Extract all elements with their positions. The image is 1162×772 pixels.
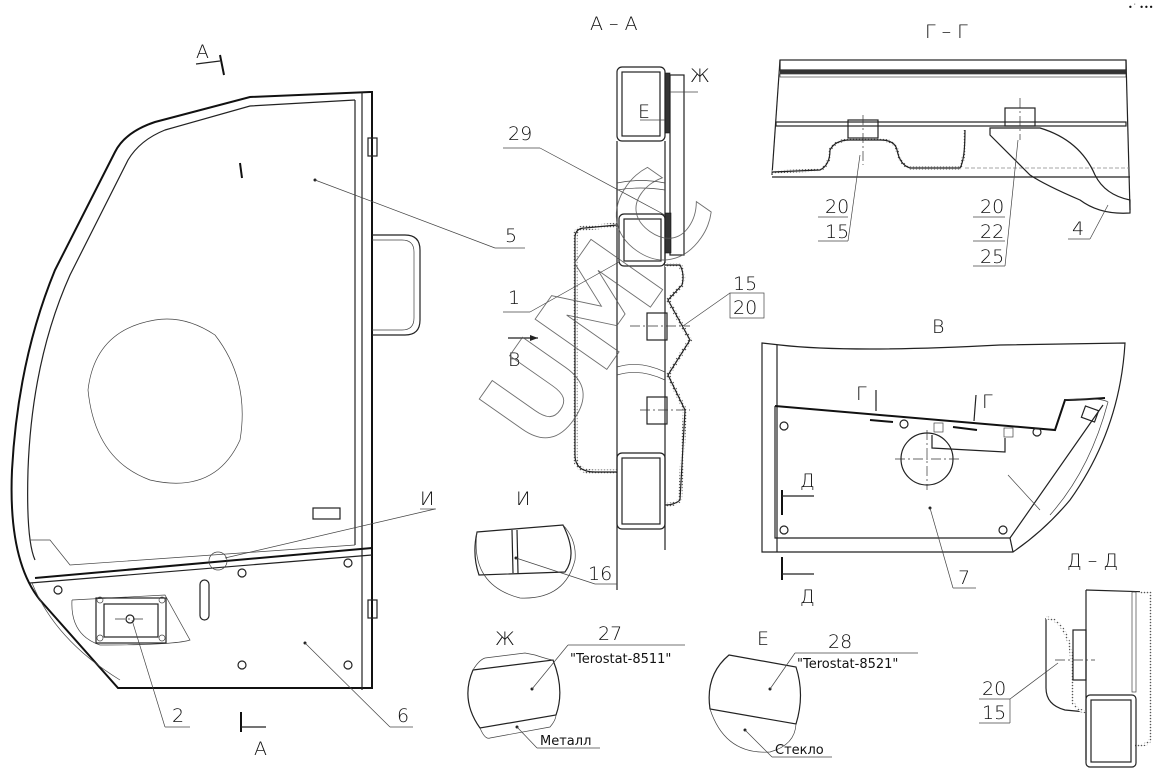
wiper-zone [87, 318, 243, 484]
corner-mark: •˙ ••• [1128, 3, 1153, 12]
zh-base-label: Металл [540, 734, 591, 749]
inner-handle [95, 597, 167, 644]
callout-gg-22: 22 [980, 221, 1004, 243]
door-handle [372, 234, 421, 336]
detail-i-title: И [516, 488, 530, 510]
callout-main-6: 6 [397, 705, 409, 727]
section-arrow-a-top [195, 60, 221, 65]
cut-d-bottom: Д [800, 586, 815, 608]
detail-zh-title: Ж [495, 628, 515, 650]
zh-material-label: "Terostat-8511" [570, 652, 671, 667]
door-main-view: А И [10, 41, 525, 760]
callout-main-i: И [420, 488, 434, 510]
drain-slot [199, 579, 210, 621]
e-material-label: "Terostat-8521" [797, 657, 898, 672]
watermark: UMC [454, 145, 744, 475]
detail-e: Е 28 "Terostat-8521" Стекло [708, 628, 918, 758]
callout-dd-15: 15 [982, 702, 1006, 724]
callout-gg-4: 4 [1072, 218, 1084, 240]
callout-b-7: 7 [958, 567, 970, 589]
detail-circle-i [208, 551, 228, 571]
section-mark-a-bottom: А [254, 738, 267, 760]
detail-e-marker: Е [638, 101, 650, 123]
screws [53, 558, 353, 670]
e-base-label: Стекло [775, 743, 824, 758]
watermark-text: UMC [454, 145, 743, 475]
callout-aa-29: 29 [508, 123, 532, 145]
callout-aa-1: 1 [508, 287, 520, 309]
section-gg: Г – Г 20 15 20 22 25 4 [771, 21, 1131, 268]
callout-aa-20: 20 [733, 297, 757, 319]
view-b: В Г Г Д Д 7 [761, 316, 1126, 608]
handle-recess [71, 594, 191, 646]
hinge-bottom [367, 599, 378, 619]
callout-gg-15: 15 [825, 221, 849, 243]
callout-gg-20b: 20 [980, 196, 1004, 218]
view-b-marker: В [508, 349, 520, 371]
callout-main-5: 5 [505, 225, 517, 247]
callout-main-2: 2 [172, 705, 184, 727]
trim-part-4 [989, 127, 1131, 214]
section-dd-title: Д – Д [1067, 550, 1118, 572]
callout-gg-20a: 20 [825, 196, 849, 218]
hinge-top [367, 137, 378, 157]
callout-i-16: 16 [588, 563, 612, 585]
glass-section [669, 74, 685, 256]
callout-dd-20: 20 [982, 678, 1006, 700]
detail-zh: Ж 27 "Terostat-8511" Металл [467, 623, 685, 749]
section-dd: Д – Д 20 15 [979, 550, 1152, 768]
callout-gg-25: 25 [980, 246, 1004, 268]
label-plate [312, 507, 341, 520]
detail-i: И 16 [474, 488, 617, 599]
cut-g-right: Г [982, 391, 993, 413]
cut-d-top: Д [800, 470, 815, 492]
section-gg-title: Г – Г [925, 21, 968, 43]
detail-zh-marker: Ж [690, 65, 710, 87]
section-mark-a-top: А [196, 41, 209, 63]
section-aa: А – А Е Ж 29 1 [503, 13, 765, 590]
detail-e-title: Е [757, 628, 769, 650]
section-aa-title: А – А [590, 13, 638, 35]
glass-outline [27, 99, 356, 561]
callout-zh-27: 27 [598, 623, 622, 645]
cut-g-left: Г [856, 383, 867, 405]
section-cut-a-top [219, 54, 225, 76]
view-b-title: В [932, 316, 944, 338]
callout-e-28: 28 [828, 631, 852, 653]
door-outline [10, 91, 373, 689]
callout-aa-15: 15 [733, 273, 757, 295]
view-b-outline [761, 342, 1126, 553]
